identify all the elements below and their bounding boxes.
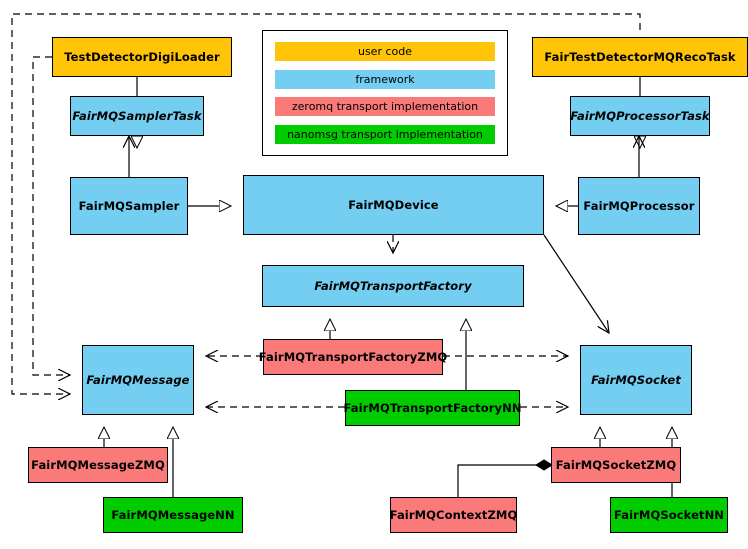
class-label: FairMQSocket [591, 372, 681, 387]
class-label: FairMQProcessorTask [570, 108, 710, 123]
edge-digiloader-to-message [32, 56, 70, 375]
edge-socketzmq-composition-contextzmq [457, 465, 551, 497]
class-label: FairMQSocketNN [613, 507, 725, 522]
class-box-fairmqsampler[interactable]: FairMQSampler [70, 177, 188, 235]
class-box-fairmqdevice[interactable]: FairMQDevice [243, 175, 544, 235]
class-label: FairMQContextZMQ [389, 507, 518, 522]
class-box-fairmqprocessor[interactable]: FairMQProcessor [578, 177, 700, 235]
legend-item-zeromq: zeromq transport implementation [275, 97, 495, 117]
class-box-fairmqsamplertask[interactable]: FairMQSamplerTask [70, 96, 204, 136]
class-box-fairmqcontextzmq[interactable]: FairMQContextZMQ [390, 497, 517, 533]
class-label: FairMQMessageZMQ [31, 457, 165, 472]
class-label: FairMQSamplerTask [72, 108, 202, 123]
legend-label-user-code: user code [357, 45, 413, 59]
class-box-fairmqmessage[interactable]: FairMQMessage [82, 345, 194, 415]
class-box-fairmqmessagezmq[interactable]: FairMQMessageZMQ [28, 447, 168, 483]
class-box-fairtestdetectormqrecotask[interactable]: FairTestDetectorMQRecoTask [532, 37, 748, 77]
class-label: FairMQTransportFactoryNN [343, 400, 522, 415]
class-box-fairmqsocketzmq[interactable]: FairMQSocketZMQ [551, 447, 681, 483]
legend-label-framework: framework [355, 72, 415, 86]
class-box-fairmqsocketnn[interactable]: FairMQSocketNN [610, 497, 728, 533]
class-box-fairmqsocket[interactable]: FairMQSocket [580, 345, 692, 415]
class-label: FairMQProcessor [583, 198, 695, 213]
class-box-fairmqtransportfactoryzmq[interactable]: FairMQTransportFactoryZMQ [259, 339, 447, 375]
class-box-testdetectordigiloader[interactable]: TestDetectorDigiLoader [52, 37, 232, 77]
edge-device-to-socket [543, 234, 609, 333]
legend-item-framework: framework [275, 69, 495, 89]
class-box-fairmqprocessortask[interactable]: FairMQProcessorTask [570, 96, 710, 136]
class-label: FairMQSocketZMQ [555, 457, 677, 472]
class-label: FairMQMessage [86, 372, 190, 387]
class-label: FairMQTransportFactory [314, 278, 472, 293]
class-box-fairmqtransportfactory[interactable]: FairMQTransportFactory [262, 265, 524, 307]
class-box-fairmqtransportfactorynn[interactable]: FairMQTransportFactoryNN [343, 390, 522, 426]
legend-item-nanomsg: nanomsg transport implementation [275, 124, 495, 144]
class-box-fairmqmessagenn[interactable]: FairMQMessageNN [103, 497, 243, 533]
class-label: FairMQTransportFactoryZMQ [258, 349, 448, 364]
class-label: FairMQSampler [78, 198, 180, 213]
legend-item-user-code: user code [275, 42, 495, 62]
legend-label-nanomsg: nanomsg transport implementation [287, 127, 483, 141]
legend-label-zeromq: zeromq transport implementation [291, 100, 479, 114]
legend-panel: user code framework zeromq transport imp… [262, 30, 508, 156]
class-label: TestDetectorDigiLoader [64, 49, 220, 64]
class-label: FairMQDevice [348, 197, 439, 212]
class-label: FairTestDetectorMQRecoTask [544, 49, 736, 64]
class-label: FairMQMessageNN [111, 507, 235, 522]
